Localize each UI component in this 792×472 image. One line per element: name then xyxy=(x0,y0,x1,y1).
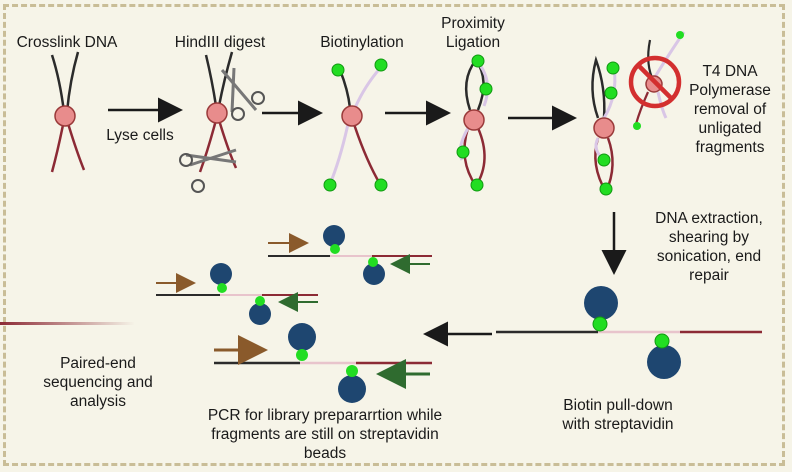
label-pulldown: Biotin pull-down with streptavidin xyxy=(562,397,674,433)
label-extraction: DNA extraction, shearing by sonication, … xyxy=(655,210,763,284)
pcr-fragment-2 xyxy=(156,263,318,325)
hindiii-digest-icon xyxy=(198,51,238,173)
prohibition-icon xyxy=(628,55,682,109)
sequencing-read-line xyxy=(0,322,135,325)
label-pcr: PCR for library prepararrtion while frag… xyxy=(207,407,443,462)
label-biotinylation: Biotinylation xyxy=(320,34,404,51)
label-crosslink: Crosslink DNA xyxy=(16,34,118,51)
t4-removal-icon xyxy=(591,55,620,196)
crosslink-dna-icon xyxy=(50,51,86,173)
dashed-frame xyxy=(3,4,785,466)
label-hindiii: HindIII digest xyxy=(174,34,266,51)
proximity-ligation-icon xyxy=(456,54,493,192)
biotinylation-icon xyxy=(323,58,388,192)
label-lyse: Lyse cells xyxy=(106,127,174,144)
scissors-icon-2 xyxy=(179,148,237,193)
label-proximity: Proximity Ligation xyxy=(441,15,505,51)
scissors-icon xyxy=(220,67,265,121)
pcr-fragment-3 xyxy=(214,323,432,403)
label-sequencing: Paired-end sequencing and analysis xyxy=(43,355,153,410)
label-t4: T4 DNA Polymerase removal of unligated f… xyxy=(689,63,771,156)
pcr-fragment-1 xyxy=(268,225,432,285)
biotin-pulldown-icon xyxy=(496,286,762,379)
